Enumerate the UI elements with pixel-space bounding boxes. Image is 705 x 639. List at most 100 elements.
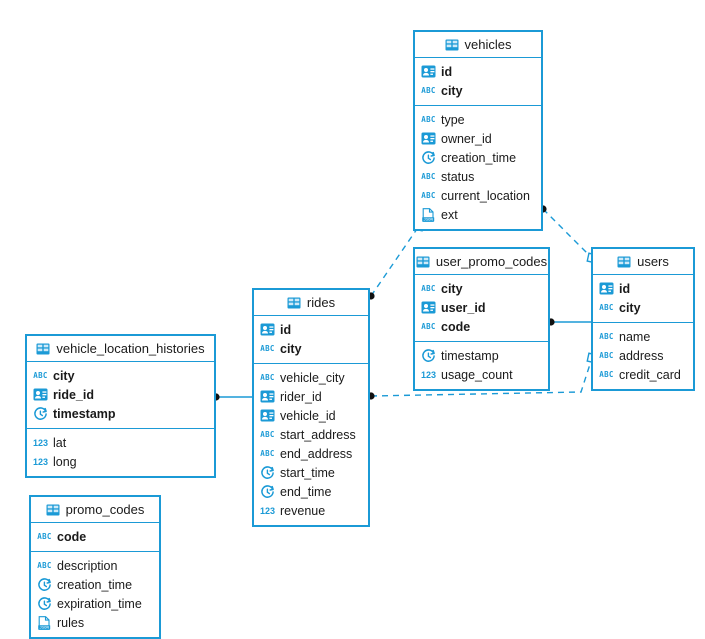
clock-icon bbox=[421, 150, 436, 165]
table-title: rides bbox=[306, 295, 336, 310]
id-badge-icon bbox=[421, 65, 436, 78]
123-number-icon: 123 bbox=[32, 456, 49, 467]
table-header-vehicles[interactable]: vehicles bbox=[415, 32, 541, 58]
column-row[interactable]: end_time bbox=[254, 482, 368, 501]
id-badge-icon bbox=[33, 388, 48, 401]
column-label: end_address bbox=[280, 446, 353, 461]
table-header-rides[interactable]: rides bbox=[254, 290, 368, 316]
column-row[interactable]: owner_id bbox=[415, 129, 541, 148]
abc-text-icon: ABC bbox=[260, 373, 275, 382]
table-grid-icon bbox=[46, 504, 60, 516]
column-row[interactable]: timestamp bbox=[415, 346, 548, 365]
column-label: lat bbox=[53, 435, 67, 450]
column-label: usage_count bbox=[441, 367, 513, 382]
primary-key-row[interactable]: id bbox=[254, 320, 368, 339]
column-row[interactable]: rider_id bbox=[254, 387, 368, 406]
column-label: start_address bbox=[280, 427, 356, 442]
table-title: vehicles bbox=[464, 37, 512, 52]
column-label: city bbox=[53, 368, 75, 383]
column-row[interactable]: ABC status bbox=[415, 167, 541, 186]
json-file-icon: JSON bbox=[421, 207, 436, 222]
primary-key-row[interactable]: ABC city bbox=[415, 279, 548, 298]
relationship-users-to-user-promo-codes[interactable] bbox=[547, 318, 591, 326]
abc-text-icon: ABC bbox=[37, 532, 52, 541]
column-row[interactable]: ABC credit_card bbox=[593, 365, 693, 384]
column-label: id bbox=[441, 64, 453, 79]
column-label: type bbox=[441, 112, 465, 127]
column-label: city bbox=[441, 83, 463, 98]
relationship-rides-to-vehicle-location-histories[interactable] bbox=[212, 393, 252, 401]
abc-text-icon: ABC bbox=[599, 370, 614, 379]
abc-text-icon: ABC bbox=[599, 351, 614, 360]
primary-key-row[interactable]: id bbox=[593, 279, 693, 298]
abc-text-icon: ABC bbox=[421, 172, 436, 181]
column-label: credit_card bbox=[619, 367, 681, 382]
column-label: rules bbox=[57, 615, 85, 630]
table-title: vehicle_location_histories bbox=[56, 341, 205, 356]
primary-key-row[interactable]: user_id bbox=[415, 298, 548, 317]
column-row[interactable]: start_time bbox=[254, 463, 368, 482]
column-label: city bbox=[619, 300, 641, 315]
primary-key-row[interactable]: ride_id bbox=[27, 385, 214, 404]
clock-icon bbox=[260, 484, 275, 499]
column-label: description bbox=[57, 558, 118, 573]
column-row[interactable]: 123 long bbox=[27, 452, 214, 471]
column-label: status bbox=[441, 169, 475, 184]
table-header-users[interactable]: users bbox=[593, 249, 693, 275]
id-badge-icon bbox=[260, 409, 275, 422]
table-title: user_promo_codes bbox=[435, 254, 548, 269]
table-title: promo_codes bbox=[65, 502, 145, 517]
clock-icon bbox=[260, 465, 275, 480]
clock-icon bbox=[421, 348, 436, 363]
clock-icon bbox=[33, 406, 48, 421]
column-label: owner_id bbox=[441, 131, 492, 146]
table-grid-icon bbox=[36, 343, 50, 355]
primary-key-row[interactable]: id bbox=[415, 62, 541, 81]
table-header-user_promo_codes[interactable]: user_promo_codes bbox=[415, 249, 548, 275]
primary-key-row[interactable]: timestamp bbox=[27, 404, 214, 423]
column-row[interactable]: creation_time bbox=[31, 575, 159, 594]
column-row[interactable]: vehicle_id bbox=[254, 406, 368, 425]
column-label: city bbox=[441, 281, 463, 296]
table-header-promo_codes[interactable]: promo_codes bbox=[31, 497, 159, 523]
column-label: long bbox=[53, 454, 77, 469]
primary-key-row[interactable]: ABC city bbox=[593, 298, 693, 317]
table-header-vehicle_location_histories[interactable]: vehicle_location_histories bbox=[27, 336, 214, 362]
column-row[interactable]: expiration_time bbox=[31, 594, 159, 613]
abc-text-icon: ABC bbox=[421, 284, 436, 293]
abc-text-icon: ABC bbox=[599, 303, 614, 312]
id-badge-icon bbox=[260, 323, 275, 336]
column-row[interactable]: creation_time bbox=[415, 148, 541, 167]
column-label: timestamp bbox=[441, 348, 499, 363]
